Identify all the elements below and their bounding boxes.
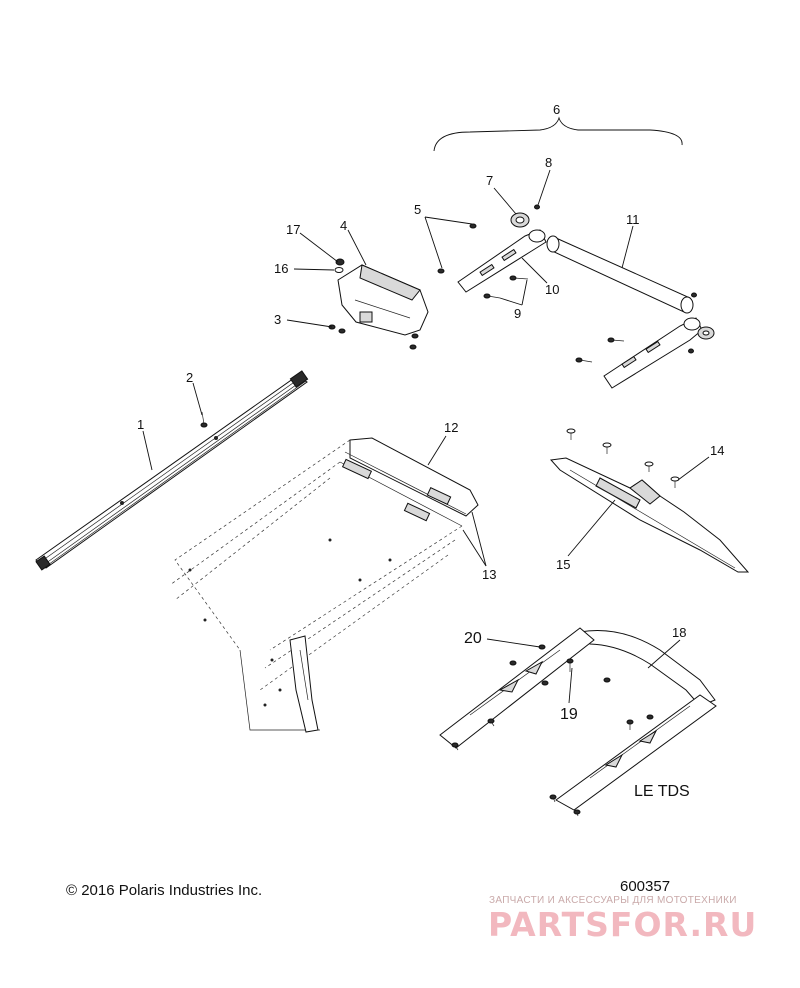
callout-18: 18 xyxy=(672,625,686,640)
callout-1: 1 xyxy=(137,417,144,432)
part-15-rail xyxy=(549,457,750,573)
callout-12: 12 xyxy=(444,420,458,435)
callout-3: 3 xyxy=(274,312,281,327)
watermark-logo: PARTSFOR.RU xyxy=(488,905,758,944)
watermark-caption: ЗАПЧАСТИ И АКСЕССУАРЫ ДЛЯ МОТОТЕХНИКИ xyxy=(489,895,737,906)
callout-8: 8 xyxy=(545,155,552,170)
callout-14: 14 xyxy=(710,443,724,458)
part-10-arm-right xyxy=(575,292,715,389)
callout-10: 10 xyxy=(545,282,559,297)
part-7-bushing xyxy=(510,212,530,228)
callout-15: 15 xyxy=(556,557,570,572)
callout-16: 16 xyxy=(274,261,288,276)
part-10-arm xyxy=(457,229,547,293)
part-9-bolt xyxy=(483,275,529,299)
callout-11: 11 xyxy=(626,212,640,227)
callout-4: 4 xyxy=(340,218,347,233)
part-3-bolt xyxy=(328,324,346,334)
callout-19: 19 xyxy=(560,706,578,723)
variant-note: LE TDS xyxy=(634,783,690,800)
part-14-fastener xyxy=(566,428,680,488)
callout-13: 13 xyxy=(482,567,496,582)
callout-5: 5 xyxy=(414,202,421,217)
part-8-screw xyxy=(534,204,540,210)
part-4-bracket xyxy=(337,264,429,350)
group-bracket-6 xyxy=(433,116,683,152)
callout-6: 6 xyxy=(553,102,560,117)
part-20-nut xyxy=(509,644,654,720)
part-2-screw xyxy=(200,411,208,428)
callout-7: 7 xyxy=(486,173,493,188)
callout-17: 17 xyxy=(286,222,300,237)
part-18-rack xyxy=(439,627,717,811)
part-12-cargo-bed xyxy=(169,437,479,733)
part-11-tube xyxy=(546,235,694,314)
copyright-notice: © 2016 Polaris Industries Inc. xyxy=(66,882,263,899)
callout-20: 20 xyxy=(464,630,482,647)
leader-lines xyxy=(142,169,710,704)
callout-2: 2 xyxy=(186,370,193,385)
callout-9: 9 xyxy=(514,306,521,321)
part-1-rail xyxy=(35,370,309,571)
part-5-bolt xyxy=(437,223,477,274)
part-19-bolt xyxy=(451,658,634,817)
diagram-code: 600357 xyxy=(620,878,671,895)
part-16-nut xyxy=(334,267,344,273)
callout-labels: 1 2 3 4 5 6 7 8 9 10 11 12 13 14 15 16 1… xyxy=(137,102,724,723)
part-17-washer xyxy=(335,258,345,266)
